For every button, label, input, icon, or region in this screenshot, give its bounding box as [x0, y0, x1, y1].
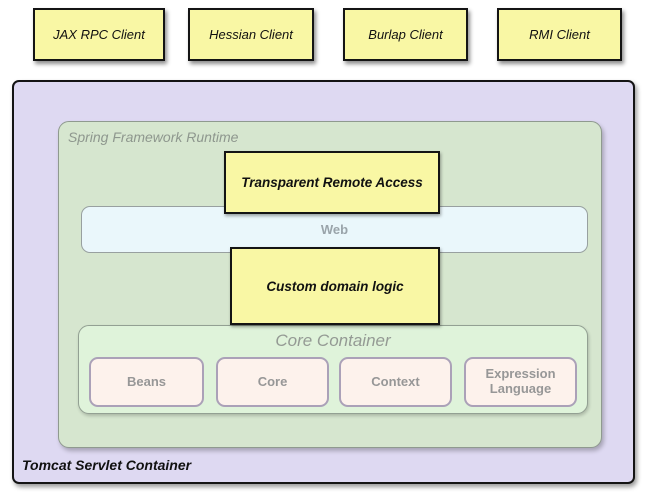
client-box-rmi: RMI Client — [497, 8, 622, 61]
custom-domain-logic-label: Custom domain logic — [266, 278, 404, 294]
web-layer-label: Web — [320, 222, 349, 237]
client-label: JAX RPC Client — [53, 27, 145, 42]
module-beans: Beans — [89, 357, 204, 407]
custom-domain-logic-box: Custom domain logic — [230, 247, 440, 325]
module-expression-language: Expression Language — [464, 357, 577, 407]
client-label: Hessian Client — [209, 27, 293, 42]
client-label: RMI Client — [529, 27, 590, 42]
transparent-remote-access-box: Transparent Remote Access — [224, 151, 440, 214]
client-box-hessian: Hessian Client — [188, 8, 314, 61]
transparent-remote-access-label: Transparent Remote Access — [241, 175, 423, 190]
client-box-burlap: Burlap Client — [343, 8, 468, 61]
core-container: Core Container Beans Core Context Expres… — [78, 325, 588, 414]
module-label: Context — [371, 373, 420, 389]
spring-framework-runtime: Spring Framework Runtime Web Transparent… — [58, 121, 602, 448]
module-core: Core — [216, 357, 329, 407]
core-container-label: Core Container — [275, 331, 391, 350]
module-label: Core — [257, 373, 288, 389]
spring-runtime-label: Spring Framework Runtime — [68, 129, 239, 145]
module-label: Beans — [126, 373, 167, 389]
module-context: Context — [339, 357, 452, 407]
module-label: Expression Language — [485, 366, 556, 396]
tomcat-servlet-container: Spring Framework Runtime Web Transparent… — [12, 80, 635, 484]
client-label: Burlap Client — [368, 27, 443, 42]
tomcat-container-label: Tomcat Servlet Container — [22, 457, 192, 473]
client-box-jax-rpc: JAX RPC Client — [33, 8, 165, 61]
